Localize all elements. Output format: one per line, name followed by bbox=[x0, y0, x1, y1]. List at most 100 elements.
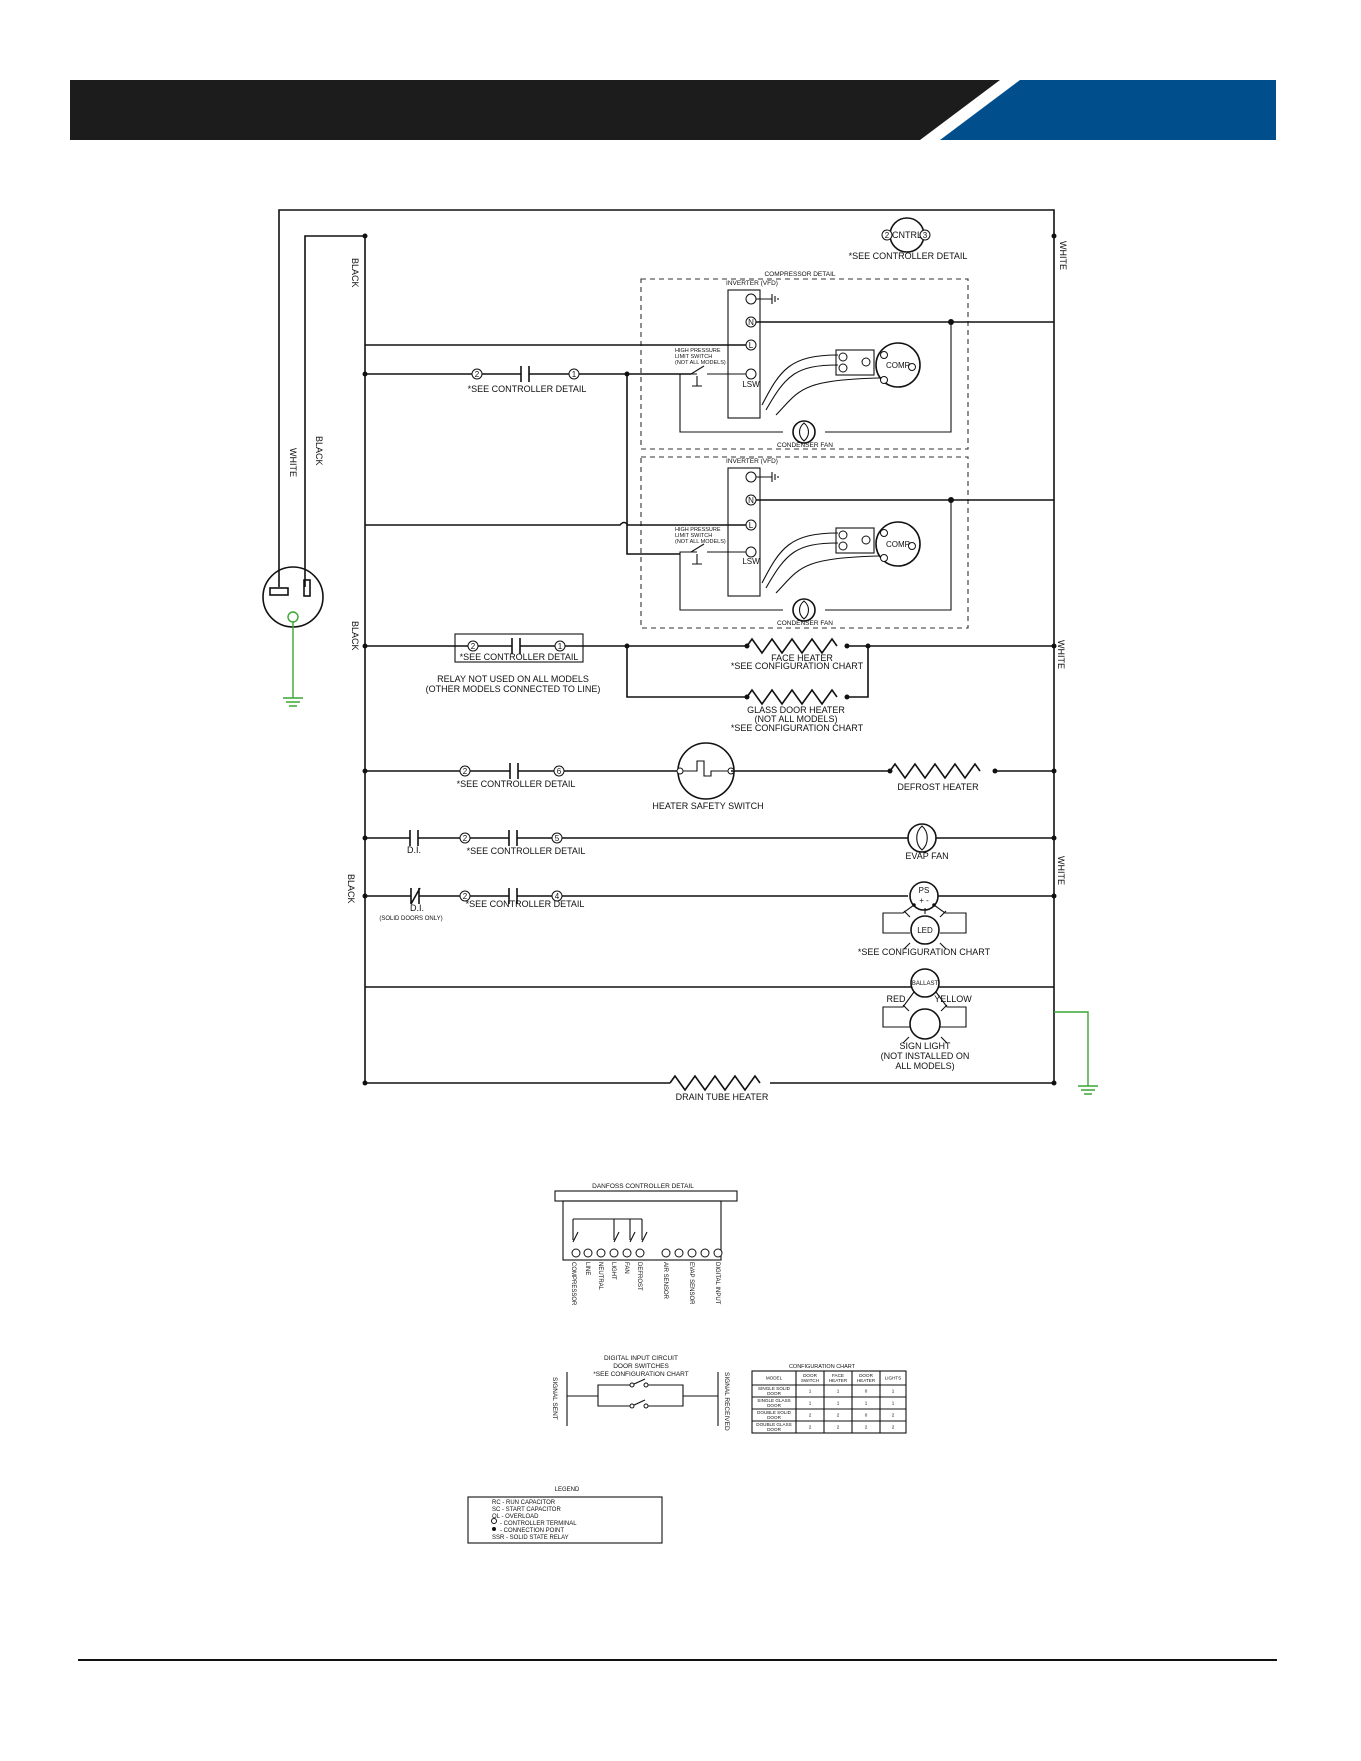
rail-label-black-1: BLACK bbox=[350, 258, 360, 288]
chassis-ground-icon bbox=[756, 472, 779, 482]
legend-item-sc: SC - START CAPACITOR bbox=[492, 1507, 561, 1513]
relay-t1: 2 bbox=[471, 642, 476, 651]
config-cell: 2 bbox=[809, 1425, 812, 1430]
rail-label-black-3: BLACK bbox=[346, 874, 356, 904]
resistor-icon bbox=[746, 637, 838, 655]
comp-label-1: COMP bbox=[886, 361, 910, 370]
resistor-icon bbox=[889, 762, 981, 780]
evap-fan-circuit: D.I. 2 5 *SEE CONTROLLER DETAIL EVAP FAN bbox=[365, 823, 1054, 861]
inverter-terminal-l: L bbox=[749, 341, 754, 350]
ballast-label: BALLAST bbox=[912, 981, 939, 987]
danfoss-label-line: LINE bbox=[584, 1262, 590, 1275]
config-cell: 2 bbox=[809, 1413, 812, 1418]
condenser-fan-label-2: CONDENSER FAN bbox=[777, 620, 833, 627]
danfoss-terminals bbox=[571, 1248, 723, 1258]
rail-label-white-2: WHITE bbox=[1056, 640, 1066, 669]
danfoss-label-light: LIGHT bbox=[610, 1262, 616, 1280]
rail-label-white-3: WHITE bbox=[1056, 856, 1066, 885]
digital-input-circuit: DIGITAL INPUT CIRCUIT DOOR SWITCHES *SEE… bbox=[551, 1355, 730, 1431]
led-label: LED bbox=[917, 926, 933, 935]
config-cell: 1 bbox=[837, 1401, 840, 1406]
glass-heater-label-2: (NOT ALL MODELS) bbox=[754, 714, 837, 724]
relay-t2: 1 bbox=[558, 642, 563, 651]
rail-label-white-1: WHITE bbox=[1058, 241, 1068, 270]
inverter-2-terminal-l: L bbox=[749, 521, 754, 530]
sign-light-label-3: ALL MODELS) bbox=[895, 1061, 954, 1071]
relay-caption-2: (OTHER MODELS CONNECTED TO LINE) bbox=[426, 684, 601, 694]
header-dark-band bbox=[70, 80, 1000, 140]
legend-item-connection: - CONNECTION POINT bbox=[500, 1528, 564, 1534]
config-cell: 2 bbox=[837, 1413, 840, 1418]
config-header-cell: LIGHTS bbox=[885, 1376, 902, 1381]
glass-door-heater: GLASS DOOR HEATER (NOT ALL MODELS) *SEE … bbox=[731, 688, 864, 733]
config-cell: 1 bbox=[892, 1401, 895, 1406]
danfoss-controller-detail: DANFOSS CONTROLLER DETAIL COMPRESSOR LIN… bbox=[554, 1183, 738, 1306]
ground-icon bbox=[1054, 1011, 1098, 1095]
legend: LEGEND RC - RUN CAPACITOR SC - START CAP… bbox=[467, 1487, 663, 1544]
danfoss-label-compressor: COMPRESSOR bbox=[570, 1262, 576, 1306]
controller-terminal-left: 2 bbox=[885, 231, 890, 240]
danfoss-label-neutral: NEUTRAL bbox=[597, 1262, 603, 1291]
chassis-ground-icon bbox=[756, 294, 779, 304]
compressor-detail-title: COMPRESSOR DETAIL bbox=[764, 271, 835, 278]
danfoss-label-fan: FAN bbox=[623, 1262, 629, 1274]
danfoss-label-defrost: DEFROST bbox=[636, 1262, 642, 1291]
defrost-t1: 2 bbox=[463, 767, 468, 776]
controller-terminal-icon bbox=[491, 1518, 497, 1524]
compressor-detail-2: INVERTER (VFD) N L LSW HIGH PRESSURE LIM… bbox=[365, 456, 1054, 629]
footer-rule bbox=[78, 1659, 1277, 1661]
light-t2: 4 bbox=[555, 892, 560, 901]
defrost-circuit: 2 6 *SEE CONTROLLER DETAIL HEATER SAFETY… bbox=[365, 742, 1054, 811]
config-cell: 1 bbox=[809, 1389, 812, 1394]
config-cell: 1 bbox=[837, 1389, 840, 1394]
heater-relay: 2 1 *SEE CONTROLLER DETAIL RELAY NOT USE… bbox=[365, 633, 747, 698]
compressor-detail-1: COMPRESSOR DETAIL INVERTER (VFD) N L LSW… bbox=[365, 271, 1054, 450]
compressor-icon bbox=[875, 342, 921, 388]
controller-label: CNTRL bbox=[892, 230, 922, 240]
ground-icon bbox=[283, 622, 303, 707]
di-signal-received: SIGNAL RECEIVED bbox=[723, 1372, 730, 1431]
config-cell: 2 bbox=[865, 1425, 868, 1430]
hp-switch-icon bbox=[690, 365, 705, 387]
danfoss-title: DANFOSS CONTROLLER DETAIL bbox=[592, 1183, 694, 1190]
ps-label: PS bbox=[919, 886, 930, 895]
defrost-note: *SEE CONTROLLER DETAIL bbox=[457, 779, 576, 789]
hp-switch-2-label-3: (NOT ALL MODELS) bbox=[675, 539, 726, 545]
hp-switch-label-2: LIMIT SWITCH bbox=[675, 354, 712, 360]
config-cell: 1 bbox=[865, 1401, 868, 1406]
resistor-icon bbox=[746, 688, 838, 706]
led-icon bbox=[910, 915, 940, 945]
light-note: *SEE CONTROLLER DETAIL bbox=[466, 899, 585, 909]
heater-safety-label: HEATER SAFETY SWITCH bbox=[652, 801, 763, 811]
sign-light-icon bbox=[909, 1008, 941, 1040]
danfoss-label-air-sensor: AIR SENSOR bbox=[662, 1262, 668, 1300]
resistor-icon bbox=[669, 1074, 761, 1092]
comp-label-2: COMP bbox=[886, 540, 910, 549]
ballast-icon bbox=[910, 968, 940, 998]
defrost-heater-label: DEFROST HEATER bbox=[897, 782, 979, 792]
face-heater: FACE HEATER *SEE CONFIGURATION CHART bbox=[627, 637, 1054, 698]
led-config-note: *SEE CONFIGURATION CHART bbox=[858, 947, 991, 957]
relay-caption-1: RELAY NOT USED ON ALL MODELS bbox=[437, 674, 589, 684]
comp-relay-1-t1: 2 bbox=[475, 370, 480, 379]
connection-point-icon bbox=[492, 1527, 496, 1531]
comp-relay-1-note: *SEE CONTROLLER DETAIL bbox=[468, 384, 587, 394]
condenser-fan-label-1: CONDENSER FAN bbox=[777, 442, 833, 449]
evap-t2: 5 bbox=[555, 834, 560, 843]
config-cell: 0 bbox=[865, 1413, 868, 1418]
config-cell: 1 bbox=[892, 1389, 895, 1394]
evap-t1: 2 bbox=[463, 834, 468, 843]
light-di-label: D.I. bbox=[410, 903, 424, 913]
lsw-label: LSW bbox=[742, 380, 760, 389]
drain-tube-heater: DRAIN TUBE HEATER bbox=[365, 1074, 1054, 1102]
controller-note: *SEE CONTROLLER DETAIL bbox=[849, 251, 968, 261]
controller-terminal-right: 3 bbox=[923, 231, 928, 240]
evap-fan-label: EVAP FAN bbox=[905, 851, 948, 861]
